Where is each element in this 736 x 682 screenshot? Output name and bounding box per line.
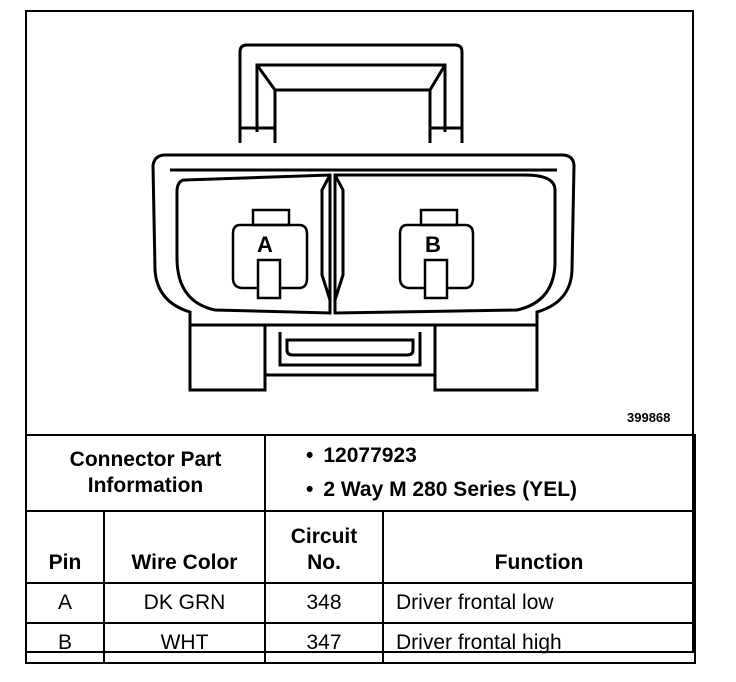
connector-series: • 2 Way M 280 Series (YEL) [306, 473, 694, 507]
circuit-cell: 347 [264, 622, 384, 664]
drawing-id: 399868 [627, 410, 671, 425]
connector-body [151, 153, 576, 392]
connector-diagram: A B [151, 43, 576, 392]
part-info-label-line1: Connector Part [69, 448, 222, 471]
part-info-row: Connector Part Information • 12077923 • 2 … [25, 434, 696, 512]
wire-color-cell: DK GRN [103, 582, 266, 624]
connector-latch [238, 43, 464, 143]
pin-cell: A [25, 582, 105, 624]
part-info-label-line2: Information [87, 474, 204, 497]
table-row: A DK GRN 348 Driver frontal low [25, 582, 696, 624]
connector-info-table: Connector Part Information • 12077923 • 2 … [25, 434, 696, 664]
header-circuit: Circuit No. [264, 510, 384, 584]
pin-cell: B [25, 622, 105, 664]
header-function: Function [382, 510, 696, 584]
function-cell: Driver frontal low [382, 582, 696, 624]
part-number-text: 12077923 [323, 444, 417, 467]
part-info-label: Connector Part Information [25, 434, 266, 512]
function-cell: Driver frontal high [382, 622, 696, 664]
part-info-values: • 12077923 • 2 Way M 280 Series (YEL) [264, 434, 696, 512]
bullet-icon: • [306, 478, 314, 501]
table-row: B WHT 347 Driver frontal high [25, 622, 696, 664]
wire-color-cell: WHT [103, 622, 266, 664]
pin-label-b: B [425, 232, 441, 257]
circuit-cell: 348 [264, 582, 384, 624]
header-circuit-line1: Circuit [290, 525, 358, 548]
header-pin: Pin [25, 510, 105, 584]
bullet-icon: • [306, 444, 314, 467]
connector-series-text: 2 Way M 280 Series (YEL) [323, 478, 578, 501]
part-number: • 12077923 [306, 439, 694, 473]
terminal-a [231, 208, 309, 300]
pin-label-a: A [257, 232, 273, 257]
header-row: Pin Wire Color Circuit No. Function [25, 510, 696, 584]
terminal-b [398, 208, 475, 300]
header-circuit-line2: No. [307, 551, 341, 574]
header-wire-color: Wire Color [103, 510, 266, 584]
